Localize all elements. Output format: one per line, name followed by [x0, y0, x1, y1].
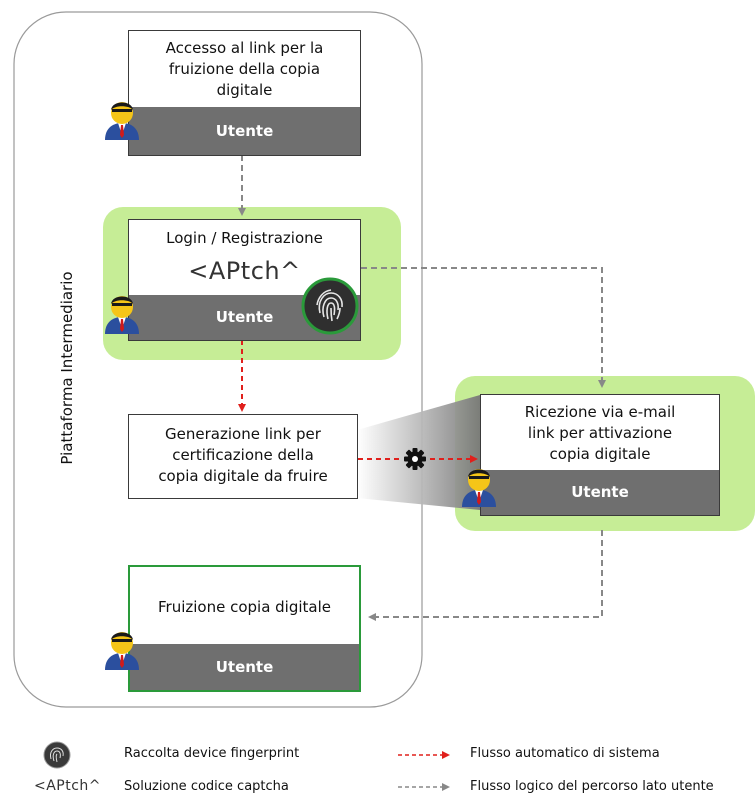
node-access: Accesso al link per la fruizione della c…: [128, 30, 361, 156]
legend-auto-flow-label: Flusso automatico di sistema: [470, 746, 660, 761]
node-generation-line-3: copia digitale da fruire: [158, 467, 328, 485]
user-icon: [105, 296, 139, 334]
arrow-login-to-email: [361, 267, 606, 388]
node-fruition-title: Fruizione copia digitale: [157, 598, 332, 616]
node-generation-line-1: Generazione link per: [165, 425, 321, 443]
node-email-line-1: Ricezione via e-mail: [524, 403, 676, 421]
node-email: Ricezione via e-mail link per attivazion…: [480, 394, 720, 516]
arrow-email-to-fruition: [368, 530, 603, 621]
node-access-line-1: Accesso al link per la: [165, 39, 324, 57]
fingerprint-icon: [301, 277, 359, 335]
node-fruition: Fruizione copia digitale Utente: [128, 565, 361, 692]
node-login-title: Login / Registrazione: [166, 229, 323, 247]
user-icon: [105, 102, 139, 140]
node-generation: Generazione link per certificazione dell…: [128, 414, 358, 499]
legend-captcha-icon: <APtch^: [34, 778, 102, 794]
user-icon: [462, 469, 496, 507]
node-email-line-3: copia digitale: [549, 445, 651, 463]
legend-fingerprint-label: Raccolta device fingerprint: [124, 746, 300, 761]
node-access-line-3: digitale: [216, 81, 273, 99]
node-generation-line-2: certificazione della: [172, 446, 314, 464]
node-fruition-role: Utente: [130, 644, 359, 690]
gear-icon: [404, 448, 426, 470]
node-access-line-2: fruizione della copia: [168, 60, 321, 78]
node-access-role: Utente: [129, 107, 360, 155]
user-icon: [105, 632, 139, 670]
platform-label: Piattaforma Intermediario: [58, 271, 76, 465]
node-email-role: Utente: [481, 470, 719, 515]
legend-logic-flow-label: Flusso logico del percorso lato utente: [470, 779, 714, 794]
legend-fingerprint-icon: [43, 741, 71, 769]
node-email-line-2: link per attivazione: [527, 424, 673, 442]
captcha-icon: <APtch^: [188, 257, 301, 285]
legend-captcha-label: Soluzione codice captcha: [124, 779, 289, 794]
